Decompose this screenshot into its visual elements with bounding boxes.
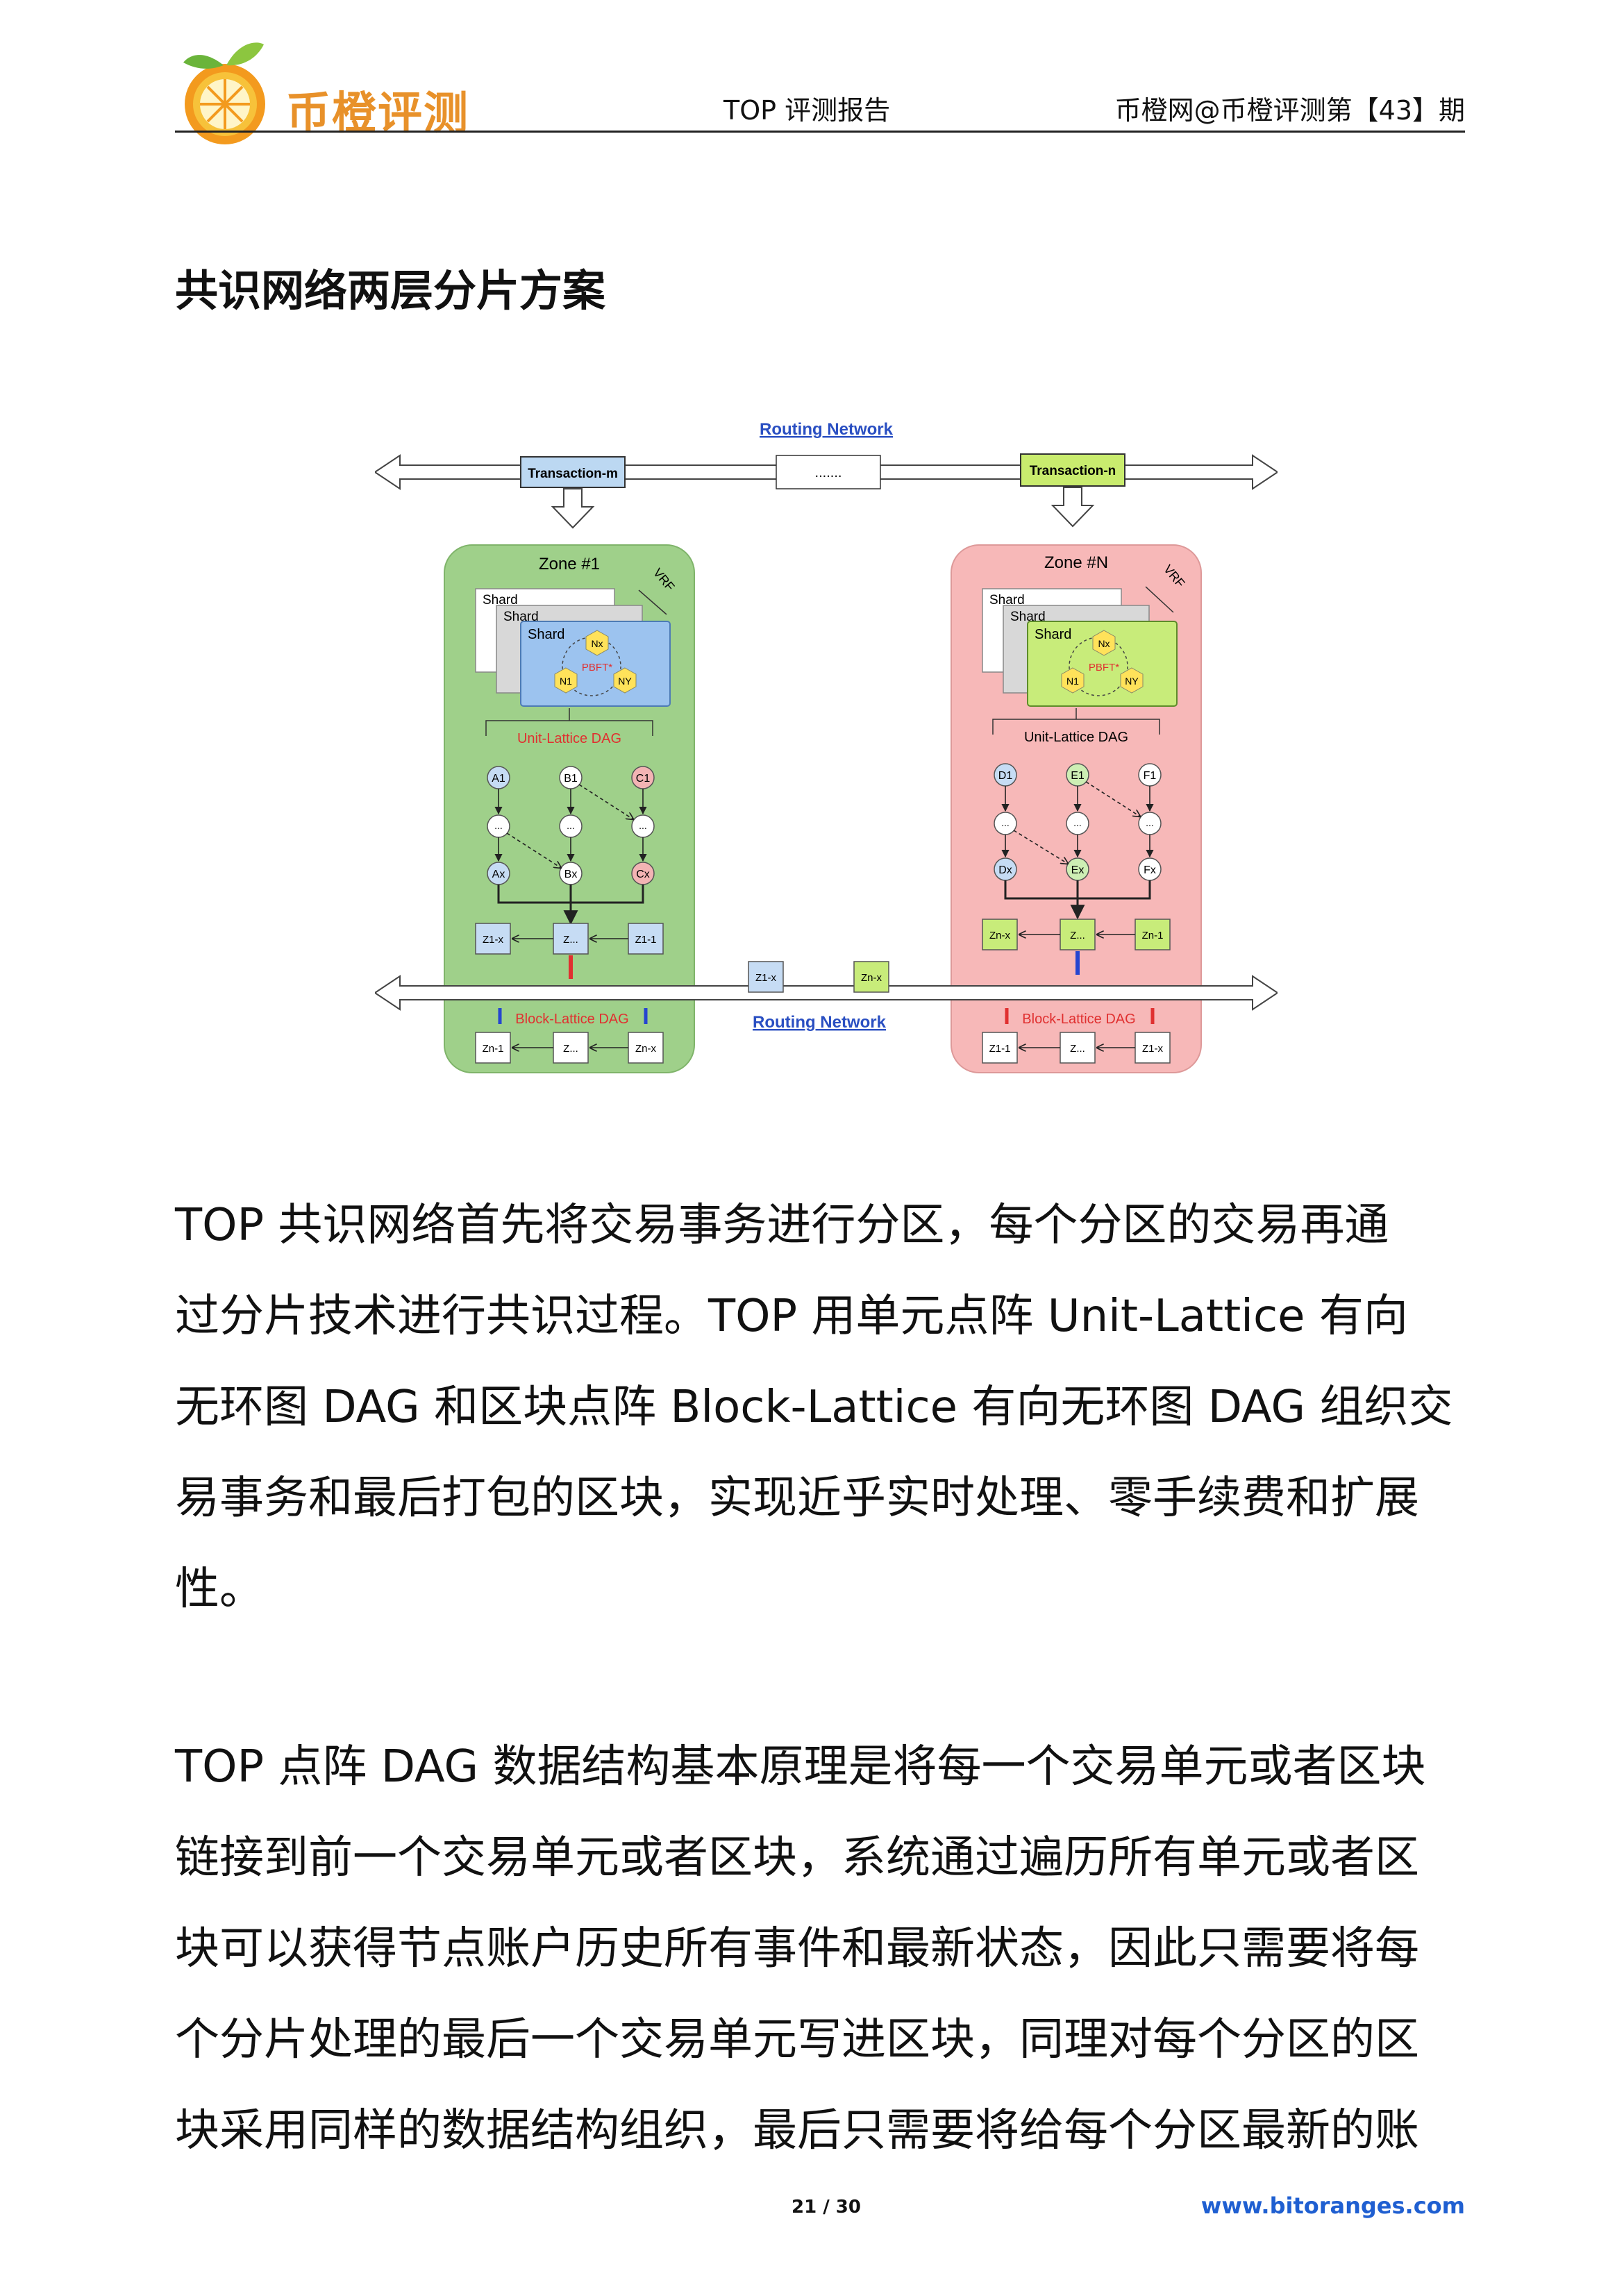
zone-n-block-zmid: Z... [1070, 1043, 1085, 1055]
down-arrow-zone1 [551, 488, 595, 529]
paragraph-2-line-3: 块可以获得节点账户历史所有事件和最新状态，因此只需要将每 [175, 1923, 1419, 1975]
mid-box-z1x-label: Z1-x [755, 972, 777, 984]
zone-1-zmid: Z... [563, 934, 578, 946]
zone-1-node-ax: Ax [492, 869, 505, 880]
transaction-m-label: Transaction-m [528, 467, 618, 481]
sharding-diagram: Routing Network Transaction-m ....... Tr… [375, 410, 1278, 1104]
zone-1-ny: NY [618, 676, 632, 687]
section-heading: 共识网络两层分片方案 [175, 265, 606, 316]
paragraph-1: TOP 共识网络首先将交易事务进行分区，每个分区的交易再通 过分片技术进行共识过… [175, 1180, 1465, 1635]
zone-n-node-dots-2: ... [1073, 817, 1082, 828]
zone-1-title: Zone #1 [539, 555, 600, 573]
header-divider [175, 131, 1465, 133]
zone-n-unit-lattice: Unit-Lattice DAG [1024, 730, 1128, 745]
zone-1-node-dots-3: ... [639, 820, 647, 831]
paragraph-2-line-1: TOP 点阵 DAG 数据结构基本原理是将每一个交易单元或者区块 [175, 1741, 1426, 1793]
zone-1-block-znx: Zn-x [635, 1043, 657, 1055]
zone-n-n1: N1 [1066, 676, 1079, 687]
zone-1-node-dots-2: ... [567, 820, 575, 831]
zone-1-block-lattice: Block-Lattice DAG [515, 1012, 628, 1027]
zone-1-pbft: PBFT* [582, 662, 612, 673]
zone-n-shard-back: Shard [989, 593, 1025, 607]
paragraph-1-line-3: 无环图 DAG 和区块点阵 Block-Lattice 有向无环图 DAG 组织… [175, 1382, 1453, 1433]
mid-box-znx [853, 961, 889, 993]
zone-1-block-zmid: Z... [563, 1043, 578, 1055]
zone-n-block-z1x: Z1-x [1142, 1043, 1164, 1055]
zone-1-n1: N1 [560, 676, 572, 687]
transaction-n-label: Transaction-n [1030, 464, 1116, 478]
paragraph-1-line-4: 易事务和最后打包的区块，实现近乎实时处理、零手续费和扩展 [175, 1473, 1419, 1524]
zone-n-zmid: Z... [1070, 930, 1085, 941]
zone-1-shard-mid: Shard [503, 610, 539, 624]
paragraph-1-line-2: 过分片技术进行共识过程。TOP 用单元点阵 Unit-Lattice 有向 [175, 1291, 1408, 1342]
zone-1: Zone #1 VRF Shard Shard Shard PBFT* Nx N… [444, 544, 695, 1073]
zone-n-node-dots-3: ... [1146, 817, 1154, 828]
zone-1-z1x: Z1-x [483, 934, 504, 946]
paragraph-2-line-2: 链接到前一个交易单元或者区块，系统通过遍历所有单元或者区 [175, 1832, 1419, 1884]
footer-url-link[interactable]: www.bitoranges.com [1200, 2193, 1465, 2219]
routing-network-top-label: Routing Network [760, 420, 894, 439]
zone-n-ny: NY [1125, 676, 1139, 687]
paragraph-1-line-1: TOP 共识网络首先将交易事务进行分区，每个分区的交易再通 [175, 1200, 1389, 1251]
bottom-routing-arrow [375, 975, 1278, 1011]
zone-n-node-d1: D1 [998, 770, 1013, 782]
page-header: 币橙评测 TOP 评测报告 币橙网@币橙评测第【43】期 [175, 28, 1465, 144]
zone-1-node-bx: Bx [564, 869, 578, 880]
zone-n-block-z11: Z1-1 [989, 1043, 1011, 1055]
zone-n-block-lattice: Block-Lattice DAG [1022, 1012, 1135, 1027]
zone-1-node-cx: Cx [636, 869, 650, 880]
zone-1-node-dots-1: ... [494, 820, 503, 831]
paragraph-2-line-5: 块采用同样的数据结构组织，最后只需要将给每个分区最新的账 [175, 2105, 1419, 2156]
down-arrow-zoneN [1050, 487, 1095, 528]
page-number: 21 / 30 [792, 2197, 861, 2218]
zone-n-shard-mid: Shard [1010, 610, 1046, 624]
transaction-m-box [520, 456, 626, 488]
zone-1-node-a1: A1 [492, 773, 505, 785]
zone-n-pbft: PBFT* [1089, 662, 1119, 673]
zone-1-node-c1: C1 [636, 773, 651, 785]
mid-box-z1x [748, 961, 784, 993]
zone-n-zn1: Zn-1 [1142, 930, 1164, 941]
ellipsis-box [776, 455, 881, 489]
paragraph-2: TOP 点阵 DAG 数据结构基本原理是将每一个交易单元或者区块 链接到前一个交… [175, 1722, 1465, 2177]
zone-n-node-ex: Ex [1071, 864, 1085, 876]
zone-n-node-f1: F1 [1144, 770, 1157, 782]
mid-box-znx-label: Zn-x [861, 972, 882, 984]
orange-logo-icon [183, 42, 265, 144]
zone-1-node-b1: B1 [564, 773, 578, 785]
zone-1-shard-back: Shard [483, 593, 518, 607]
zone-n-shard-front: Shard [1035, 627, 1071, 642]
zone-n-title: Zone #N [1044, 553, 1108, 572]
zone-1-unit-lattice: Unit-Lattice DAG [517, 731, 621, 746]
zone-1-nx: Nx [591, 638, 603, 649]
zone-n-node-fx: Fx [1144, 864, 1156, 876]
zone-n-node-e1: E1 [1071, 770, 1085, 782]
zone-n: Zone #N VRF Shard Shard Shard PBFT* Nx N… [951, 544, 1202, 1073]
routing-network-bottom-label: Routing Network [753, 1013, 887, 1032]
header-report-title: TOP 评测报告 [723, 95, 891, 126]
zone-n-nx: Nx [1098, 638, 1110, 649]
zone-1-shard-front: Shard [528, 627, 564, 642]
ellipsis-label: ....... [815, 465, 842, 480]
transaction-n-box [1020, 453, 1125, 487]
paragraph-2-line-4: 个分片处理的最后一个交易单元写进区块，同理对每个分区的区 [175, 2014, 1419, 2065]
zone-n-znx: Zn-x [989, 930, 1011, 941]
zone-n-node-dx: Dx [998, 864, 1012, 876]
zone-1-block-zn1: Zn-1 [483, 1043, 504, 1055]
sharding-diagram-svg: Routing Network Transaction-m ....... Tr… [375, 420, 1278, 1073]
header-issue: 币橙网@币橙评测第【43】期 [1114, 95, 1465, 126]
zone-1-z11: Z1-1 [635, 934, 657, 946]
paragraph-1-line-5: 性。 [175, 1564, 264, 1615]
zone-n-node-dots-1: ... [1001, 817, 1010, 828]
